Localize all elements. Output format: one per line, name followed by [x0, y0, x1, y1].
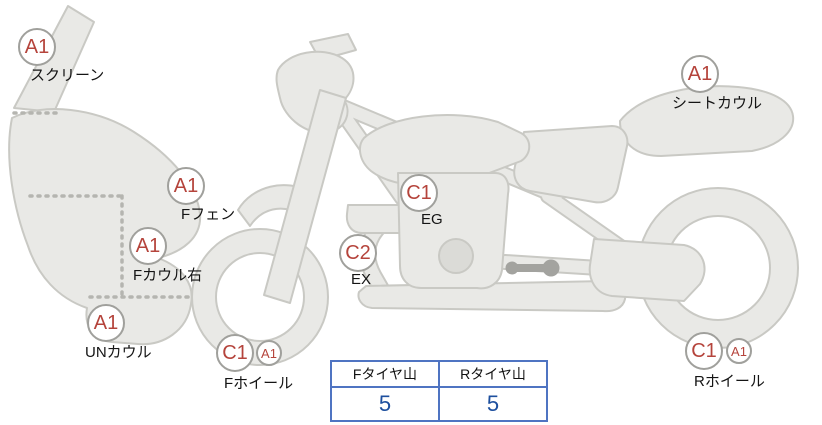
grade-badge-exhaust: C2 — [339, 234, 377, 272]
footpeg-art — [505, 259, 560, 277]
part-label-engine: EG — [421, 211, 443, 228]
tire-table-header-row: Fタイヤ山 Rタイヤ山 — [330, 360, 548, 388]
rear-panel-art — [588, 238, 706, 302]
tire-table-header-rear: Rタイヤ山 — [438, 360, 548, 388]
tire-tread-table: Fタイヤ山 Rタイヤ山 5 5 — [330, 360, 548, 422]
tire-table-value-front: 5 — [330, 386, 440, 422]
part-label-front-cowl-right: Fカウル右 — [133, 267, 203, 284]
grade-badge-under-cowl: A1 — [87, 304, 125, 342]
part-label-under-cowl: UNカウル — [85, 344, 152, 361]
part-label-seat-cowl: シートカウル — [672, 95, 763, 112]
cowl-section-lines — [12, 111, 196, 299]
mid-panel-art — [513, 125, 629, 204]
tire-table-value-rear: 5 — [438, 386, 548, 422]
part-label-front-fender: Fフェン — [181, 206, 236, 223]
grade-badge-screen: A1 — [18, 28, 56, 66]
grade-badge-front-fender: A1 — [167, 167, 205, 205]
tank-art — [358, 114, 531, 187]
grade-badge-front-wheel-secondary: A1 — [256, 340, 282, 366]
fork-art — [263, 89, 347, 304]
part-label-screen: スクリーン — [30, 67, 105, 84]
seat-cowl-art — [619, 85, 795, 157]
part-label-rear-wheel: Rホイール — [694, 373, 765, 390]
grade-badge-rear-wheel-secondary: A1 — [726, 338, 752, 364]
grade-badge-seat-cowl: A1 — [681, 55, 719, 93]
part-label-front-wheel: Fホイール — [224, 375, 294, 392]
grade-badge-front-cowl-right: A1 — [129, 227, 167, 265]
part-label-exhaust: EX — [351, 271, 372, 288]
grade-badge-engine: C1 — [400, 174, 438, 212]
tire-table-value-row: 5 5 — [330, 386, 548, 422]
grade-badge-rear-wheel: C1 — [685, 332, 723, 370]
rear-wheel-art — [636, 187, 800, 349]
crankcase-art — [438, 238, 474, 274]
grade-badge-front-wheel: C1 — [216, 334, 254, 372]
cowl-body-art — [8, 108, 202, 346]
body-art — [237, 33, 795, 304]
tire-table-header-front: Fタイヤ山 — [330, 360, 440, 388]
